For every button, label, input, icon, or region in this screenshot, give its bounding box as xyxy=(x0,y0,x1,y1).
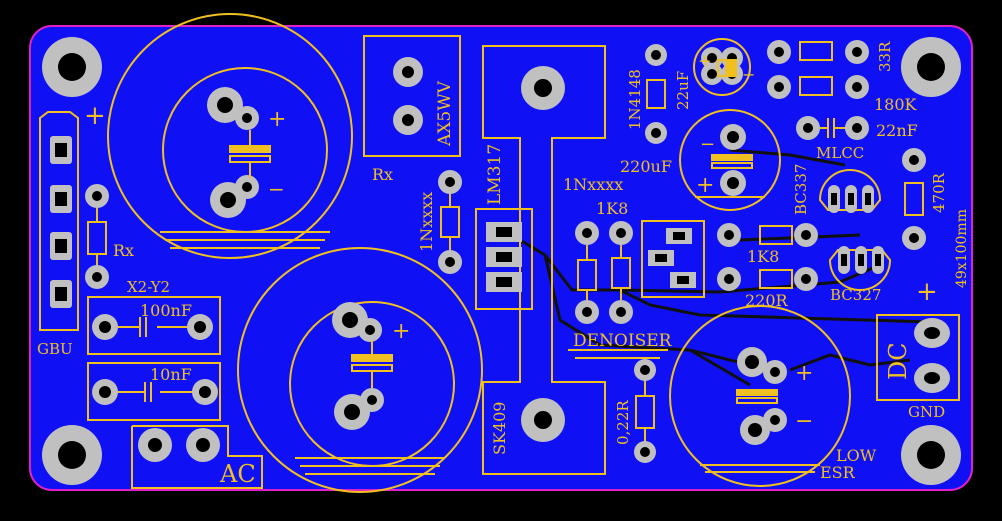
label-plus-3: + xyxy=(392,319,410,344)
board-outline xyxy=(29,25,973,491)
silkscreen xyxy=(39,13,960,493)
label-plus-7: + xyxy=(698,51,711,70)
label-220uf: 220uF xyxy=(620,157,672,176)
label-22nf: 22nF xyxy=(876,121,918,140)
label-1k8-left: 1K8 xyxy=(596,199,628,218)
label-1n4148: 1N4148 xyxy=(626,69,644,130)
label-minus-2: − xyxy=(700,134,715,155)
text-labels: Rx GBU X2-Y2 100nF 10nF AC Rx AX5WV 1Nxx… xyxy=(37,41,970,488)
label-rx-left: Rx xyxy=(113,241,134,260)
label-ac: AC xyxy=(219,460,256,488)
label-plus-4: + xyxy=(696,173,714,198)
label-rx-top: Rx xyxy=(372,165,393,184)
label-plus-2: + xyxy=(268,107,286,132)
label-bc337: BC337 xyxy=(792,164,810,215)
label-denoiser: DENOISER xyxy=(573,331,673,351)
label-plus-1: + xyxy=(84,101,106,131)
cap-symbols xyxy=(229,59,778,404)
label-esr: ESR xyxy=(820,463,856,482)
label-minus-1: − xyxy=(742,65,755,84)
label-minus-4: − xyxy=(268,177,285,201)
label-mlcc: MLCC xyxy=(816,144,864,162)
label-lm317: LM317 xyxy=(485,144,505,205)
label-100nf: 100nF xyxy=(140,301,192,320)
label-bc327: BC327 xyxy=(830,286,881,304)
label-33r: 33R xyxy=(876,41,894,72)
label-180k: 180K xyxy=(874,95,918,114)
label-plus-6: + xyxy=(916,277,938,307)
label-sk409: SK409 xyxy=(490,402,509,455)
label-470r: 470R xyxy=(930,172,948,213)
label-minus-3: − xyxy=(795,409,813,434)
label-gbu: GBU xyxy=(37,340,73,358)
label-ax5wv: AX5WV xyxy=(435,80,455,147)
label-size: 49x100mm xyxy=(954,209,970,288)
label-plus-5: + xyxy=(795,361,813,386)
mounting-holes xyxy=(42,37,961,485)
label-dc: DC xyxy=(884,342,912,380)
label-10nf: 10nF xyxy=(150,365,192,384)
pads xyxy=(50,40,950,463)
label-1n-mid: 1Nxxxx xyxy=(563,175,623,194)
label-gnd: GND xyxy=(908,403,945,421)
label-x2y2: X2-Y2 xyxy=(127,278,170,296)
label-022r: 0,22R xyxy=(614,400,632,445)
label-1n-left: 1Nxxxx xyxy=(417,192,436,252)
label-low: LOW xyxy=(836,446,877,465)
label-220r: 220R xyxy=(745,291,789,310)
label-1k8-right: 1K8 xyxy=(747,247,779,266)
label-22uf: 22uF xyxy=(674,71,692,110)
